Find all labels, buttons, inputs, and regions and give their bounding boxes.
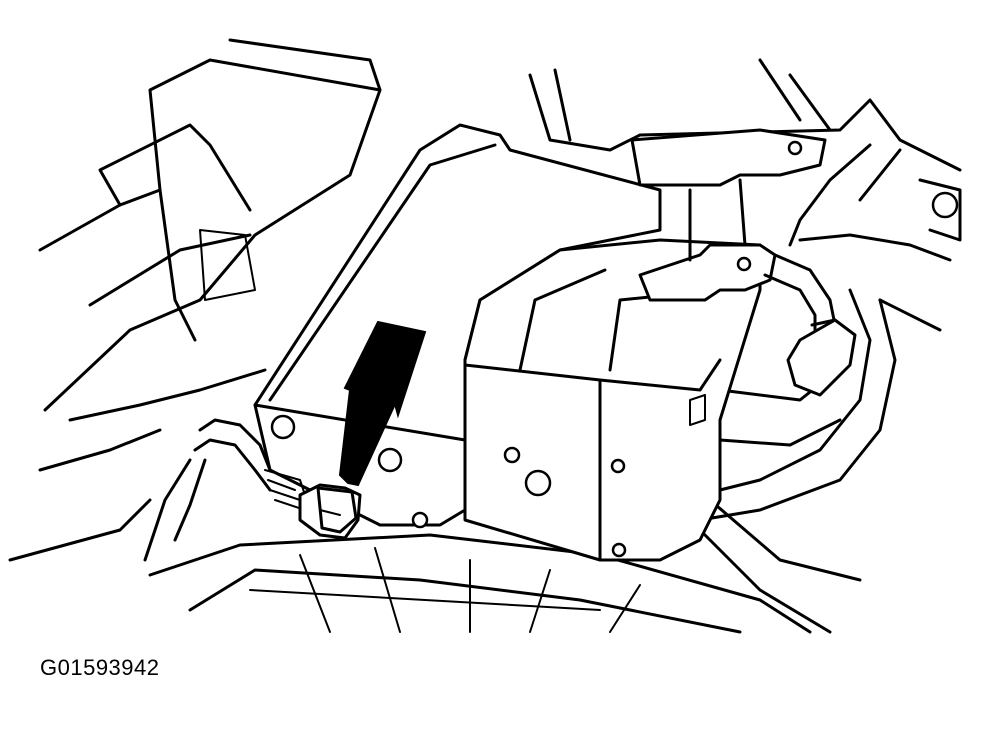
mounting-bracket	[630, 128, 827, 302]
component-line-drawing	[8, 38, 962, 634]
figure-code-label: G01593942	[40, 655, 160, 680]
seat-structure	[8, 38, 382, 562]
floor-grid	[148, 533, 812, 634]
right-cable	[763, 253, 857, 397]
right-side-panels	[528, 58, 962, 634]
wiring-harness	[143, 418, 362, 562]
down-arrow-icon	[338, 320, 427, 487]
